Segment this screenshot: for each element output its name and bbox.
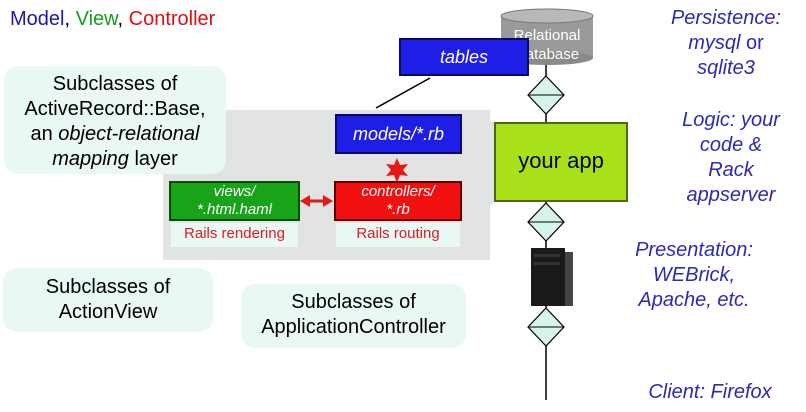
presentation-line: Presentation: [635,239,753,261]
legend-sep: , [64,8,76,30]
callout-line: mapping layer [4,147,226,172]
actionview-callout: Subclasses of ActionView [3,268,213,332]
callout-line: Subclasses of [291,291,416,313]
views-box: views/ *.html.haml [169,181,300,221]
logic-line: Logic: your [682,109,780,131]
database-label-line: Database [514,46,580,63]
logic-label: Logic: your code & Rack appserver [656,108,806,208]
logic-line: Rack [708,159,754,181]
callout-line: ApplicationController [261,316,446,338]
persistence-text: or [740,32,764,54]
controllers-box: controllers/ *.rb [334,181,462,221]
logic-line: code & [699,134,763,156]
persistence-label: Persistence: mysql or sqlite3 [648,6,804,81]
views-box-line: *.html.haml [196,201,273,218]
persistence-line: sqlite3 [697,57,755,79]
presentation-line: Apache, etc. [638,289,750,311]
callout-line: Subclasses of [52,73,178,95]
models-box: models/*.rb [335,114,462,154]
callout-emphasis: object-relational [58,123,200,145]
legend-controller: Controller [128,8,216,30]
callout-line: ActionView [58,301,158,323]
database-label-line: Relational [513,27,581,44]
persistence-line: mysql or [648,31,804,56]
rails-routing-label: Rails routing [336,223,460,247]
callout-text: an [30,123,59,145]
double-arrow-icon [300,195,333,207]
tables-models-line [375,77,431,109]
views-box-line: views/ [213,183,256,200]
legend-model: Model [10,8,65,30]
tables-box: tables [399,38,529,76]
callout-line: Subclasses of [45,276,171,298]
your-app-box: your app [494,122,628,202]
presentation-label: Presentation: WEBrick, Apache, etc. [616,238,772,313]
panel-funnel-wedge [440,110,494,258]
database-cylinder [500,8,594,65]
persistence-option: mysql [688,32,741,54]
database-label: Relational Database [501,26,593,64]
legend-view: View [75,8,118,30]
mvc-legend: Model, View, Controller [10,8,215,31]
callout-line: an object-relational [4,122,226,147]
logic-line: appserver [686,184,776,206]
controllers-box-line: *.rb [386,201,410,218]
activerecord-callout: Subclasses of ActiveRecord::Base, an obj… [4,66,226,174]
server-tower-icon [531,248,573,306]
rails-rendering-label: Rails rendering [171,223,298,247]
legend-sep: , [117,8,129,30]
callout-text: layer [128,148,178,170]
controllers-box-line: controllers/ [361,183,435,200]
callout-line: ActiveRecord::Base, [24,98,206,120]
callout-emphasis: mapping [52,148,129,170]
appcontroller-callout: Subclasses of ApplicationController [241,284,466,348]
client-label: Client: Firefox [648,381,772,403]
presentation-line: WEBrick, [652,264,736,286]
persistence-line: Persistence: [670,7,782,29]
star-icon [386,158,408,183]
